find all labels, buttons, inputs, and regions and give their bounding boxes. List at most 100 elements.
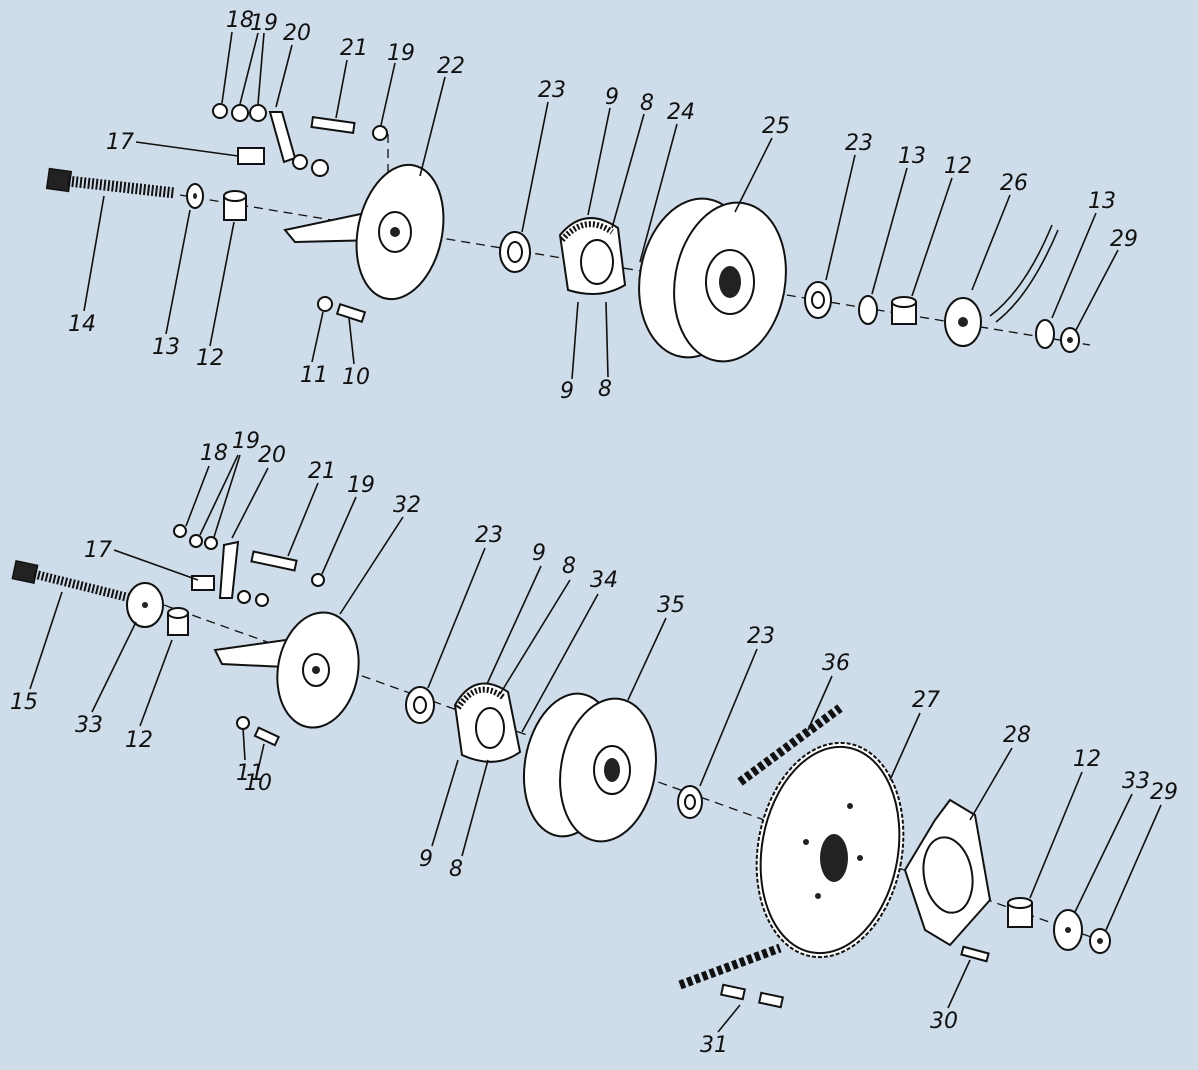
bottom-nut-29 <box>1089 928 1111 954</box>
leader-line <box>807 675 833 731</box>
leader-line <box>257 32 265 105</box>
leader-line <box>605 301 609 378</box>
top-callout-23b: 23 <box>845 131 873 156</box>
bottom-callout-17: 17 <box>84 538 112 563</box>
top-callout-11: 11 <box>300 363 328 388</box>
top-washer-13-right <box>858 295 878 325</box>
bottom-callout-36: 36 <box>822 651 850 676</box>
bottom-callout-19: 19 <box>232 429 260 454</box>
top-callout-14: 14 <box>68 312 96 337</box>
top-callout-12b: 12 <box>196 346 224 371</box>
top-callout-25: 25 <box>762 114 790 139</box>
leader-line <box>1074 793 1133 913</box>
leader-line <box>199 454 239 536</box>
top-nut-29 <box>1060 327 1080 353</box>
leader-line <box>91 621 137 713</box>
leader-line <box>29 591 63 690</box>
top-callout-13: 13 <box>898 144 926 169</box>
leader-line <box>734 137 773 213</box>
bottom-callout-8b: 8 <box>449 857 463 882</box>
top-callout-22: 22 <box>437 54 465 79</box>
leader-line <box>287 482 319 557</box>
leader-line <box>627 617 667 701</box>
cover-plate-28 <box>903 798 992 947</box>
bottom-callout-23b: 23 <box>747 624 775 649</box>
bottom-callout-30: 30 <box>930 1009 958 1034</box>
top-callout-23: 23 <box>538 78 566 103</box>
bottom-callout-34: 34 <box>590 568 618 593</box>
leader-line <box>971 194 1011 291</box>
top-bearing-23 <box>499 231 531 273</box>
leader-line <box>1075 249 1119 331</box>
leader-line <box>83 195 105 312</box>
top-bearing-23-right <box>804 281 832 319</box>
leader-line <box>587 107 611 216</box>
bottom-callout-28: 28 <box>1003 723 1031 748</box>
top-callout-29: 29 <box>1110 227 1138 252</box>
bottom-callout-35: 35 <box>657 593 685 618</box>
top-wheel-hub-25 <box>638 197 787 363</box>
leader-line <box>969 747 1013 821</box>
top-labels: 18 19 20 21 19 22 23 9 8 24 25 23 13 12 … <box>68 8 1138 404</box>
top-brake-plate-22 <box>283 163 445 301</box>
top-callout-9: 9 <box>605 85 619 110</box>
bottom-callout-19b: 19 <box>347 473 375 498</box>
leader-line <box>1051 212 1097 319</box>
leader-line <box>321 496 357 575</box>
leader-line <box>231 467 269 539</box>
top-callout-19: 19 <box>250 11 278 36</box>
bottom-callout-27: 27 <box>912 688 940 713</box>
leader-line <box>1029 771 1083 899</box>
leader-line <box>499 579 571 695</box>
top-spacer-12 <box>223 190 247 221</box>
bottom-callout-9b: 9 <box>419 847 433 872</box>
bottom-callout-10: 10 <box>244 771 272 796</box>
top-brake-shoes <box>558 217 627 295</box>
leader-line <box>1105 804 1162 931</box>
top-callout-21: 21 <box>340 36 368 61</box>
leader-line <box>209 221 235 347</box>
leader-line <box>311 311 324 363</box>
top-callout-8b: 8 <box>598 377 612 402</box>
top-callout-9b: 9 <box>560 379 574 404</box>
leader-line <box>339 516 404 615</box>
top-callout-18: 18 <box>226 8 254 33</box>
leader-line <box>521 101 549 233</box>
top-callout-13b: 13 <box>1088 189 1116 214</box>
leader-line <box>239 32 259 105</box>
top-callout-8: 8 <box>640 91 654 116</box>
top-callout-19b: 19 <box>387 41 415 66</box>
leader-line <box>185 465 210 527</box>
drive-chain-36 <box>678 704 843 990</box>
leader-line <box>221 31 233 104</box>
bottom-callout-11: 11 <box>236 761 264 786</box>
leader-line <box>427 547 486 689</box>
bottom-assembly <box>11 524 1111 1009</box>
leader-line <box>611 113 645 229</box>
top-callout-20: 20 <box>283 21 311 46</box>
bottom-callout-18: 18 <box>200 441 228 466</box>
top-callout-12: 12 <box>944 154 972 179</box>
sprocket-27 <box>755 741 905 959</box>
bottom-bearing-23-right <box>677 785 703 819</box>
leader-line <box>113 549 199 581</box>
leader-line <box>911 177 953 297</box>
top-washer-13-outer <box>1035 319 1055 349</box>
top-callout-24: 24 <box>667 100 695 125</box>
bottom-callout-9: 9 <box>532 541 546 566</box>
bottom-callout-23: 23 <box>475 523 503 548</box>
chain-links-31 <box>720 983 784 1009</box>
leader-line <box>165 209 191 335</box>
bottom-callout-20: 20 <box>258 443 286 468</box>
leader-line <box>571 301 579 380</box>
bottom-adjust-screw <box>236 716 280 747</box>
leader-line <box>639 123 678 263</box>
leader-line <box>486 565 542 685</box>
bottom-callout-12b: 12 <box>125 728 153 753</box>
leader-line <box>871 167 908 295</box>
bolt-30 <box>960 945 990 963</box>
top-brake-lever-group <box>212 103 389 177</box>
bottom-callout-21: 21 <box>308 459 336 484</box>
leader-line <box>825 154 856 281</box>
bottom-callout-33b: 33 <box>75 713 103 738</box>
